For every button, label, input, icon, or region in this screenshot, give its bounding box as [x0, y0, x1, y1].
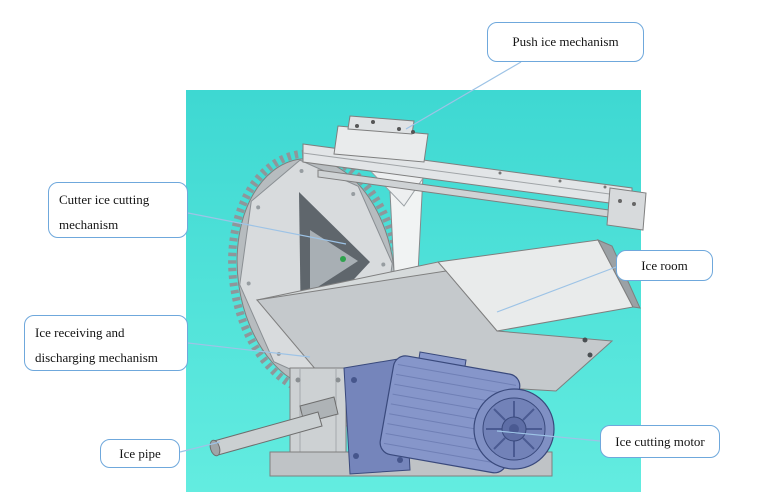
push-ice-assembly: [302, 115, 647, 313]
callout-ice-pipe: Ice pipe: [100, 439, 180, 468]
callout-cutter-ice-cutting-mechanism: Cutter ice cutting mechanism: [48, 182, 188, 238]
callout-label: Ice receiving and discharging mechanism: [35, 325, 158, 365]
cutter-leader-line: [187, 212, 347, 245]
motor-fan-grille: [486, 401, 542, 457]
leader-lines: [179, 61, 617, 453]
callout-label: Ice room: [641, 257, 688, 273]
callout-ice-cutting-motor: Ice cutting motor: [600, 425, 720, 458]
receiving-leader-line: [187, 342, 311, 358]
ice-pipe-leader-line: [179, 441, 221, 453]
callout-label: Ice pipe: [119, 445, 161, 461]
cutter-arm: [310, 230, 358, 292]
motor-end-cap: [473, 388, 555, 470]
callout-label: Ice cutting motor: [615, 433, 705, 449]
ice-room-hopper: [255, 238, 641, 392]
callout-ice-room: Ice room: [616, 250, 713, 281]
callout-push-ice-mechanism: Push ice mechanism: [487, 22, 644, 62]
push-ice-leader-line: [405, 61, 522, 130]
cutter-logo-dot: [340, 256, 346, 262]
motor-assembly: [343, 351, 555, 475]
ice-pipe-part: [209, 396, 339, 457]
ice-room-leader-line: [496, 266, 617, 313]
rail-end-bracket: [606, 187, 647, 231]
callout-label: Cutter ice cutting mechanism: [59, 192, 150, 232]
motor-fins: [383, 364, 517, 465]
callout-ice-receiving-and-discharging-mechanism: Ice receiving and discharging mechanism: [24, 315, 188, 371]
motor-leader-line: [496, 430, 601, 442]
callout-label: Push ice mechanism: [512, 34, 619, 50]
